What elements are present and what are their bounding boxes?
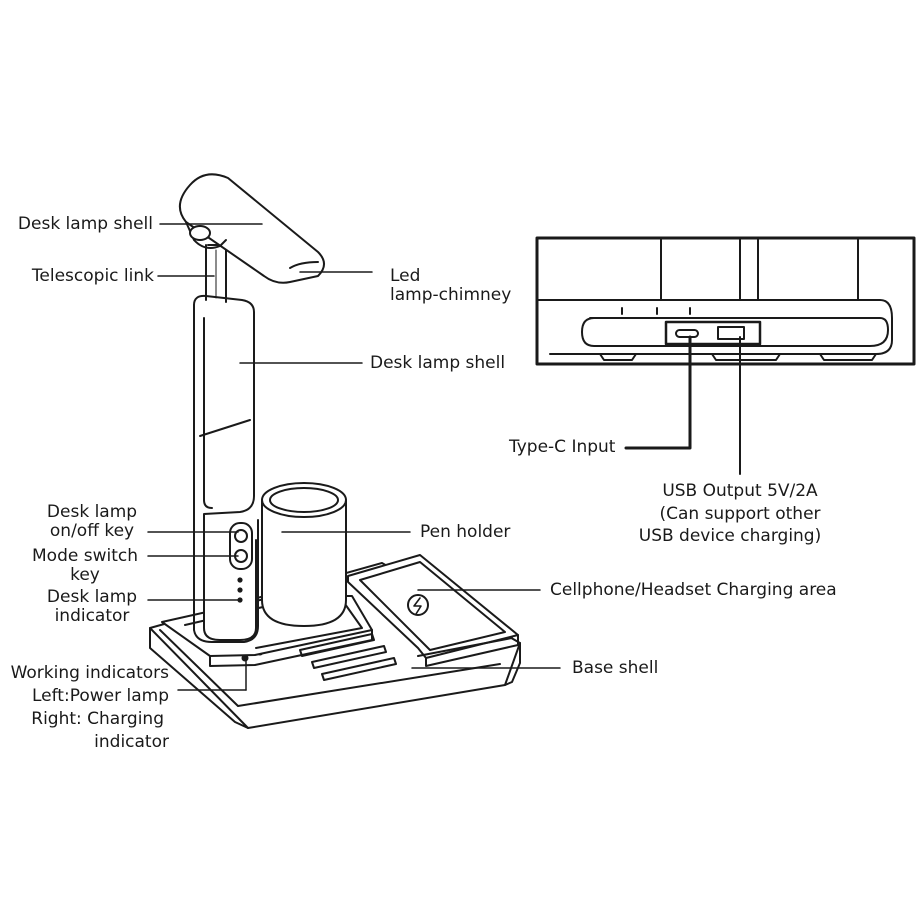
label-working-line4: indicator	[94, 732, 169, 752]
label-telescopic-link: Telescopic link	[31, 266, 154, 286]
label-onoff-line2: on/off key	[49, 521, 135, 541]
label-desk-lamp-shell-mid: Desk lamp shell	[370, 353, 506, 373]
charging-pad-drawing	[347, 554, 519, 667]
label-working-line2: Left:Power lamp	[31, 686, 169, 706]
lamp-head-drawing	[179, 173, 325, 284]
label-base-shell: Base shell	[572, 658, 659, 678]
label-usb-line2: (Can support other	[659, 504, 821, 524]
label-desk-lamp-shell-top: Desk lamp shell	[17, 214, 153, 234]
label-pen-holder: Pen holder	[420, 522, 511, 542]
rear-view-inset	[535, 236, 916, 366]
lamp-arm-drawing	[193, 294, 259, 643]
label-led-line1: Led	[390, 266, 421, 286]
label-mode-line2: key	[70, 565, 100, 585]
label-working-line3: Right: Charging	[31, 709, 164, 729]
label-onoff-line1: Desk lamp	[46, 502, 138, 522]
label-type-c-input: Type-C Input	[509, 437, 616, 457]
pen-holder-drawing	[261, 482, 347, 627]
leader-lines	[147, 223, 561, 691]
label-usb-line1: USB Output 5V/2A	[662, 481, 818, 501]
label-led-line2: lamp-chimney	[390, 285, 512, 305]
label-charging-area: Cellphone/Headset Charging area	[550, 580, 837, 600]
label-working-line1: Working indicators	[10, 663, 169, 683]
label-indicator-line1: Desk lamp	[46, 587, 138, 607]
label-usb-line3: USB device charging)	[638, 526, 822, 546]
label-mode-line1: Mode switch	[32, 546, 138, 566]
inset-leader-lines	[624, 335, 741, 475]
telescopic-link-drawing	[205, 244, 227, 303]
label-indicator-line2: indicator	[54, 606, 130, 626]
